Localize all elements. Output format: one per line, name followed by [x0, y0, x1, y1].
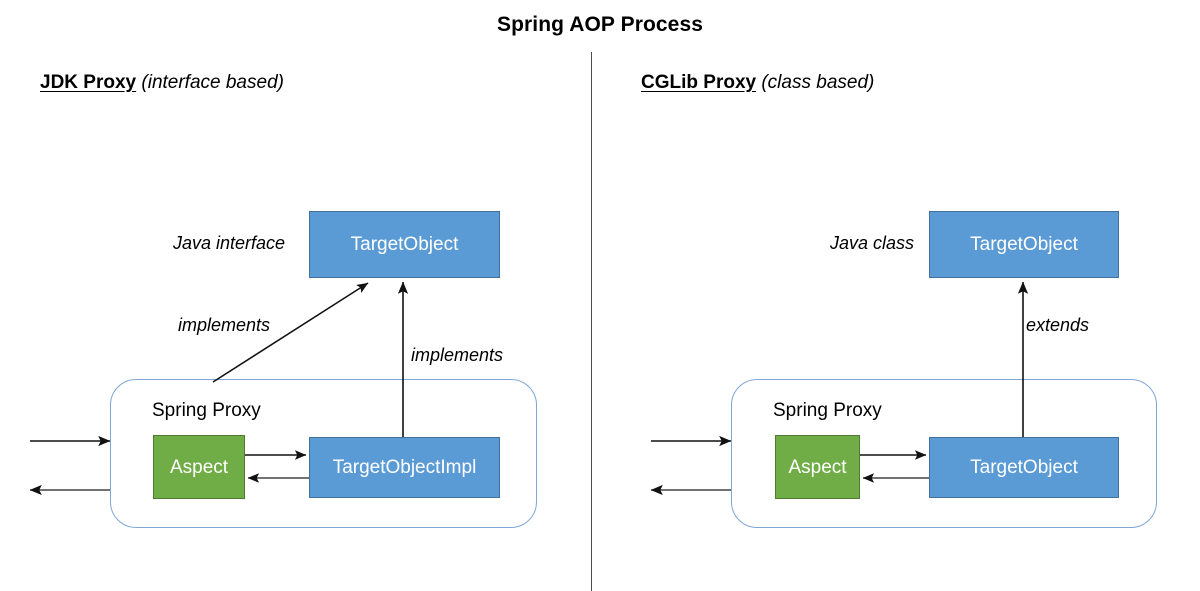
edge-label-extends: extends — [1026, 315, 1090, 335]
node-cglib-target-object-inner: TargetObject — [929, 437, 1119, 498]
panel-label-cglib-spring-proxy: Spring Proxy — [773, 400, 882, 421]
section-heading-cglib: CGLib Proxy (class based) — [641, 72, 874, 94]
node-jdk-aspect: Aspect — [153, 435, 245, 499]
section-heading-cglib-sub: (class based) — [761, 72, 875, 93]
node-cglib-aspect: Aspect — [775, 435, 860, 499]
panel-cglib-spring-proxy — [731, 379, 1157, 528]
edge-label-implements-vertical: implements — [411, 345, 504, 365]
node-jdk-target-object-impl: TargetObjectImpl — [309, 437, 500, 498]
section-heading-jdk-sub: (interface based) — [141, 72, 284, 93]
section-heading-jdk-strong: JDK Proxy — [40, 72, 137, 93]
edge-label-implements-diagonal: implements — [178, 315, 271, 335]
label-java-class: Java class — [830, 233, 915, 253]
label-java-interface: Java interface — [173, 233, 286, 253]
node-jdk-target-object: TargetObject — [309, 211, 500, 278]
node-cglib-target-object: TargetObject — [929, 211, 1119, 278]
section-heading-cglib-strong: CGLib Proxy — [641, 72, 757, 93]
page-title: Spring AOP Process — [496, 13, 704, 36]
section-heading-jdk: JDK Proxy (interface based) — [40, 72, 284, 94]
panel-label-jdk-spring-proxy: Spring Proxy — [152, 400, 261, 421]
vertical-divider — [591, 52, 593, 591]
